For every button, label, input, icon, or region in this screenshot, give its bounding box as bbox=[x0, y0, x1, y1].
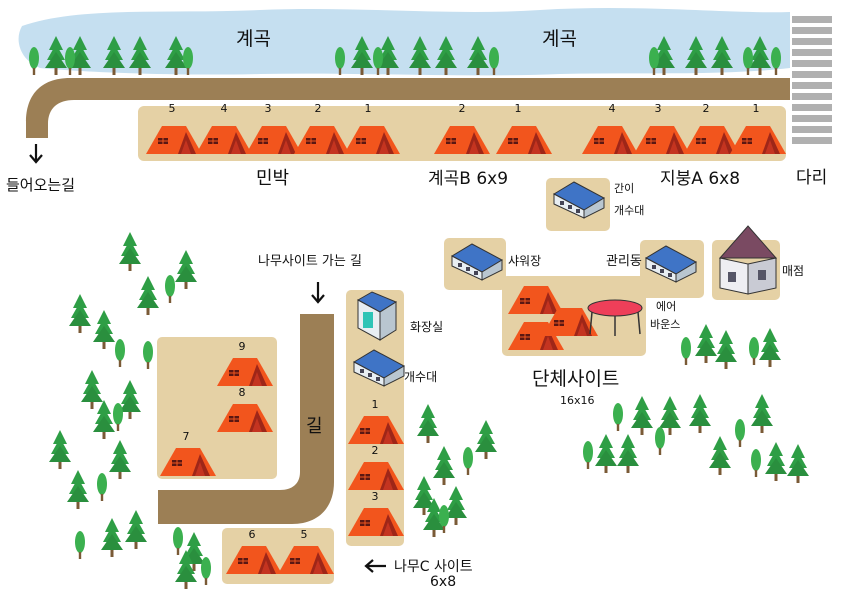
wood-road bbox=[158, 314, 334, 524]
tent-number: 2 bbox=[702, 102, 710, 115]
minbak-tents bbox=[145, 125, 401, 155]
tent-number: 2 bbox=[371, 444, 379, 457]
temp-sink-label-1: 간이 bbox=[614, 182, 635, 195]
temp-sink-label-2: 개수대 bbox=[614, 204, 645, 217]
down-arrow-icon bbox=[311, 282, 325, 304]
left-arrow-icon bbox=[364, 559, 386, 573]
entry-path bbox=[26, 78, 790, 138]
middle-trees bbox=[413, 404, 497, 537]
store-building bbox=[718, 225, 778, 295]
air-bounce-label-2: 바운스 bbox=[650, 318, 681, 331]
wood-c-label-1: 나무C 사이트 bbox=[394, 559, 473, 575]
jibung-a-label: 지붕A 6x8 bbox=[660, 169, 741, 189]
store-label: 매점 bbox=[782, 264, 805, 278]
river bbox=[18, 8, 791, 76]
bridge-label: 다리 bbox=[796, 168, 828, 188]
group-site-size: 16x16 bbox=[560, 394, 595, 407]
tent-number: 3 bbox=[264, 102, 272, 115]
air-bounce-label-1: 에어 bbox=[656, 300, 677, 313]
tent-number: 2 bbox=[458, 102, 466, 115]
tent-number: 1 bbox=[371, 398, 379, 411]
tent-number: 1 bbox=[514, 102, 522, 115]
minbak-label: 민박 bbox=[256, 168, 290, 189]
tent-number: 5 bbox=[300, 528, 308, 541]
tent-number: 2 bbox=[314, 102, 322, 115]
tent-number: 6 bbox=[248, 528, 256, 541]
entry-road-label: 들어오는길 bbox=[6, 176, 76, 194]
tent-number: 3 bbox=[371, 490, 379, 503]
tent-number: 3 bbox=[654, 102, 662, 115]
sink-label: 개수대 bbox=[404, 370, 438, 384]
tent-number: 7 bbox=[182, 430, 190, 443]
down-arrow-icon bbox=[29, 144, 43, 164]
office-label: 관리동 bbox=[606, 254, 642, 269]
bridge bbox=[791, 15, 833, 150]
trampoline bbox=[587, 299, 643, 336]
tent-number: 8 bbox=[238, 386, 246, 399]
gyegok-b-label: 계곡B 6x9 bbox=[428, 169, 509, 189]
shower-label: 샤워장 bbox=[508, 254, 542, 268]
river-label-right: 계곡 bbox=[542, 28, 577, 50]
restroom-building bbox=[356, 291, 398, 341]
restroom-label: 화장실 bbox=[410, 320, 444, 334]
tent-number: 9 bbox=[238, 340, 246, 353]
tent-number: 1 bbox=[364, 102, 372, 115]
tent-number: 4 bbox=[608, 102, 616, 115]
tent-number: 4 bbox=[220, 102, 228, 115]
group-site-label: 단체사이트 bbox=[532, 368, 620, 390]
river-label-left: 계곡 bbox=[236, 28, 271, 50]
road-label: 길 bbox=[306, 416, 323, 437]
wood-c-label-2: 6x8 bbox=[430, 574, 457, 590]
tent-number: 5 bbox=[168, 102, 176, 115]
wood-path-label: 나무사이트 가는 길 bbox=[258, 254, 362, 269]
tent-number: 1 bbox=[752, 102, 760, 115]
